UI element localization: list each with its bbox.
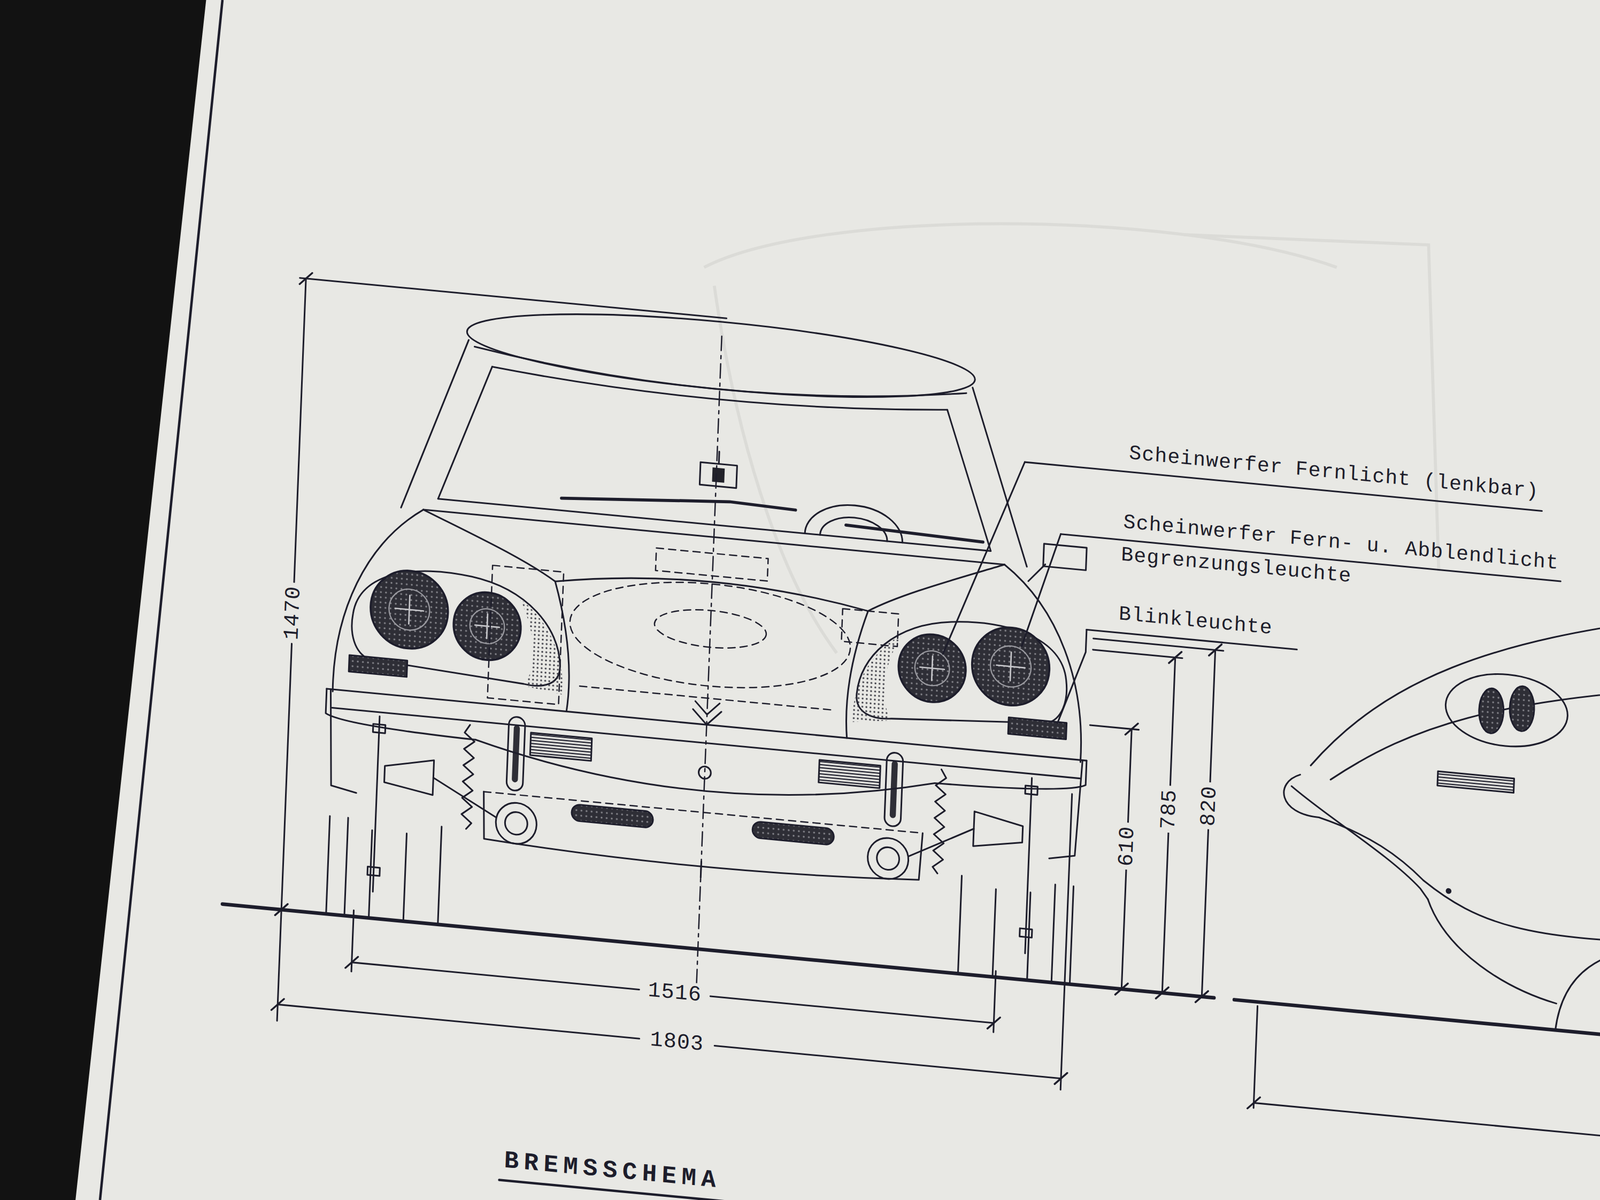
engine-hidden-lines — [483, 532, 934, 834]
bleed-through — [704, 223, 1440, 653]
dimension-label: 785 — [1156, 785, 1182, 834]
side-view-car — [1478, 687, 1505, 735]
interior-details — [699, 462, 737, 488]
drawing-sheet — [212, 266, 1600, 1200]
car-half-mirrored — [747, 368, 1097, 985]
side-view-car — [1280, 773, 1427, 881]
car-half — [452, 589, 522, 664]
interior-details — [1028, 562, 1046, 583]
dimension-lines — [218, 266, 1600, 1152]
frame-line — [100, 0, 223, 1200]
car-half — [437, 362, 492, 504]
side-view-car — [1555, 937, 1600, 1041]
car-half — [348, 655, 407, 678]
dimension-label: 1516 — [644, 978, 705, 1007]
callout-label: Begrenzungsleuchte — [1120, 544, 1352, 588]
dimension-lines — [351, 962, 995, 1023]
car-body — [320, 286, 1103, 914]
car-half — [367, 866, 380, 876]
car-half — [388, 587, 431, 632]
car-body — [934, 746, 1087, 798]
side-view-car — [1509, 685, 1536, 733]
dimension-label: 820 — [1196, 781, 1222, 831]
dimension-lines — [1093, 649, 1183, 659]
dimension-lines — [1234, 999, 1600, 1041]
car-half — [394, 594, 425, 626]
car-body — [325, 688, 478, 740]
callout-label: Scheinwerfer Fernlicht (lenkbar) — [1128, 443, 1540, 503]
car-half — [368, 567, 450, 653]
dimension-label: 1470 — [280, 581, 306, 644]
table-edge — [0, 0, 206, 1200]
leader-lines — [499, 415, 1564, 1200]
center-line — [696, 336, 722, 995]
side-view-car — [1446, 888, 1451, 894]
interior-details — [845, 525, 984, 543]
car-half — [326, 689, 360, 794]
car-half — [516, 598, 567, 695]
car-half — [326, 816, 442, 925]
dimension-lines — [1060, 794, 1073, 1090]
car-half — [571, 804, 653, 829]
interior-details — [820, 514, 889, 542]
car-half — [504, 811, 528, 836]
side-view-car — [1330, 655, 1600, 813]
dimension-lines — [277, 1004, 1061, 1079]
dimension-lines — [351, 910, 996, 1033]
side-view-car — [1424, 899, 1560, 1004]
dimension-lines — [1253, 1005, 1600, 1147]
leader-lines — [1021, 531, 1061, 650]
side-view-car — [1275, 579, 1600, 1041]
side-view-car — [1444, 668, 1569, 752]
interior-details — [718, 451, 721, 465]
car-half — [468, 607, 505, 646]
car-half — [529, 732, 592, 761]
car-half — [321, 328, 671, 945]
leader-lines — [1057, 627, 1087, 726]
leader-lines — [942, 455, 1025, 661]
dimension-label: 610 — [1114, 821, 1140, 871]
car-half — [401, 334, 469, 514]
bleed-through — [704, 223, 1337, 268]
car-half — [474, 612, 500, 640]
car-body — [473, 346, 967, 413]
car-body — [437, 498, 991, 552]
interior-details — [561, 486, 796, 521]
section-heading: BREMSSCHEMA — [503, 1148, 722, 1194]
car-half — [383, 755, 435, 795]
dimension-label: 1803 — [646, 1027, 707, 1057]
side-view-car — [1310, 581, 1600, 800]
engine-hidden-lines — [841, 608, 899, 647]
engine-hidden-lines — [487, 565, 565, 705]
car-half — [432, 777, 498, 818]
dimension-lines — [271, 271, 1289, 1110]
dimension-lines — [300, 278, 727, 319]
callout-label: Blinkleuchte — [1118, 604, 1273, 640]
interior-details — [804, 500, 904, 543]
side-view-car — [1437, 771, 1515, 793]
car-half — [495, 801, 538, 846]
engine-hidden-lines — [567, 570, 853, 699]
interior-details — [711, 467, 725, 483]
interior-details — [559, 436, 1089, 587]
side-view-car — [1287, 786, 1432, 900]
car-half — [372, 716, 380, 892]
bleed-through — [1183, 234, 1439, 572]
